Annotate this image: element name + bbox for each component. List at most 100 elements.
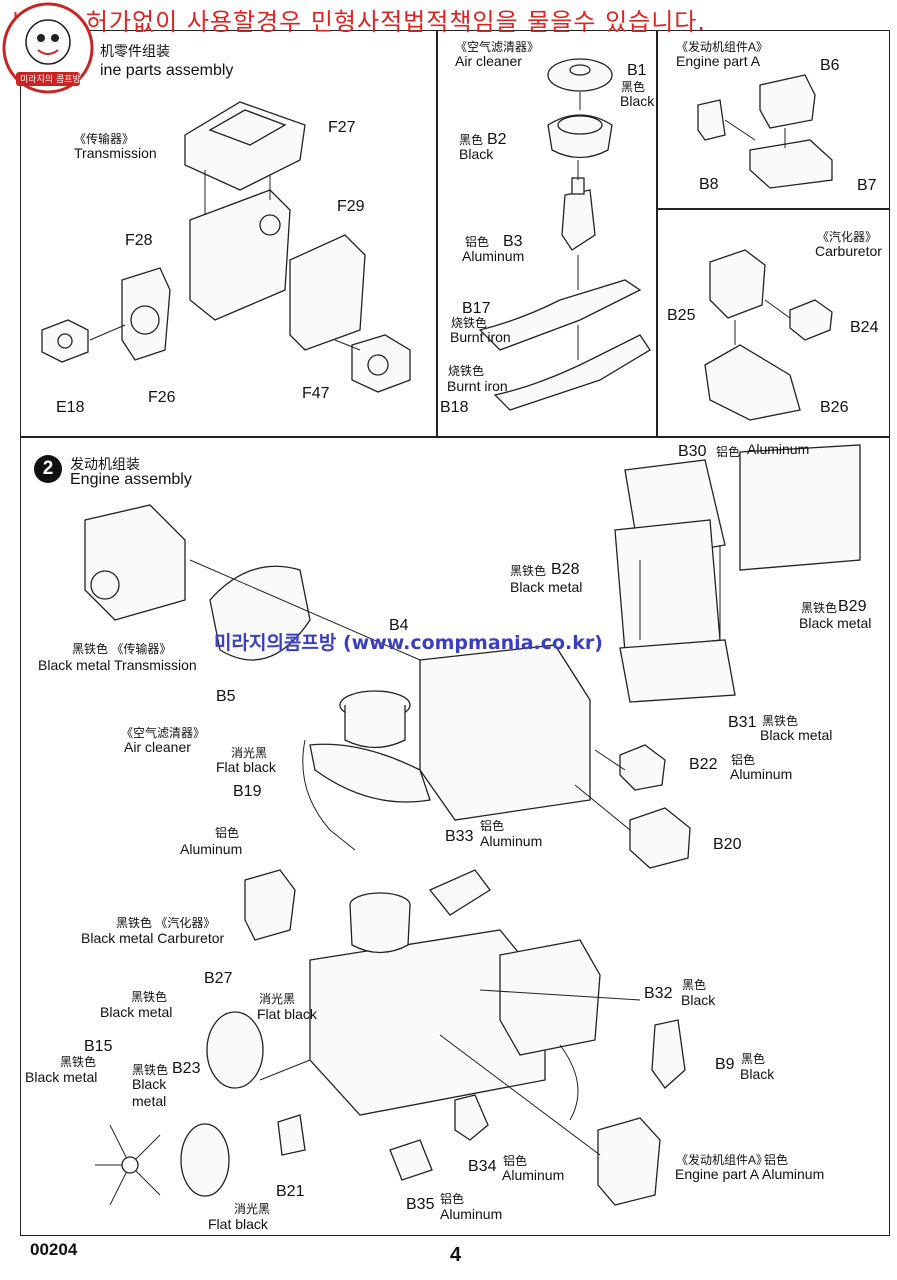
flat-black-2-cn: 消光黑 [259, 992, 296, 1006]
part-B32-color-en: Black [681, 992, 716, 1008]
cartoon-mascot-logo [2, 2, 94, 94]
part-B29-color-en: Black metal [799, 615, 872, 631]
panel-carburetor [656, 208, 890, 438]
carburetor2-cn: 黑铁色 《汽化器》 [116, 916, 216, 930]
transmission2-en: Black metal Transmission [38, 657, 197, 673]
flat-black-3-cn: 消光黑 [234, 1202, 271, 1216]
flat-black-1-cn: 消光黑 [231, 746, 268, 760]
carburetor-title-cn: 《汽化器》 [817, 230, 878, 244]
part-B1-color-cn: 黑色 [621, 80, 646, 94]
part-B17-color-en: Burnt iron [450, 329, 511, 345]
part-B3-color-en: Aluminum [462, 248, 525, 264]
part-F26: F26 [148, 389, 176, 406]
step1-title-en: ine parts assembly [100, 62, 234, 79]
flat-black-2-en: Flat black [257, 1006, 317, 1022]
flat-black-1-en: Flat black [216, 759, 276, 775]
panel-engine-part-a [656, 30, 890, 210]
part-E18: E18 [56, 399, 85, 416]
part-B1: B1 [627, 62, 647, 79]
transmission-cn: 《传输器》 [74, 132, 135, 146]
engine-part-a-drawing [697, 74, 833, 189]
engine-part-a2-en: Engine part A [675, 1166, 760, 1182]
carburetor2-en: Black metal Carburetor [81, 930, 225, 946]
part-B3-color-cn: 铝色 [465, 235, 490, 249]
part-B6: B6 [820, 57, 840, 74]
part-B27-color-cn: 黑铁色 [131, 990, 168, 1004]
part-B34: B34 [468, 1158, 497, 1175]
part-B31-color-en: Black metal [760, 727, 833, 743]
part-B9-color-en: Black [740, 1066, 775, 1082]
engine-part-a-title-cn: 《发动机组件A》 [676, 40, 769, 54]
panel-step2 [20, 436, 890, 1236]
engine-part-a2-cn: 《发动机组件A》 [676, 1153, 769, 1167]
transmission-en: Transmission [74, 145, 157, 161]
page-number: 4 [450, 1244, 462, 1266]
part-B17: B17 [462, 300, 491, 317]
part-B22-color-cn: 铝色 [731, 753, 756, 767]
step-number-badge: 2 [34, 455, 62, 483]
transmission2-cn: 黑铁色 《传输器》 [72, 642, 172, 656]
part-B32-color-cn: 黑色 [682, 978, 707, 992]
part-B27: B27 [204, 970, 233, 987]
model-code: 00204 [30, 1240, 78, 1259]
part-B35-color-cn: 铝色 [440, 1192, 465, 1206]
panel-step1 [20, 30, 438, 438]
part-B7: B7 [857, 177, 877, 194]
part-B25: B25 [667, 307, 696, 324]
part-B34-color-cn: 铝色 [503, 1154, 528, 1168]
part-B28: B28 [551, 561, 580, 578]
part-B2-color-en: Black [459, 146, 494, 162]
part-B15-color-cn: 黑铁色 [60, 1055, 97, 1069]
part-B32: B32 [644, 985, 673, 1002]
part-B3: B3 [503, 233, 523, 250]
part-F27: F27 [328, 119, 356, 136]
part-B33-color-cn: 铝色 [480, 819, 505, 833]
part-B20: B20 [713, 836, 742, 853]
part-B23: B23 [172, 1060, 201, 1077]
part-F29: F29 [337, 198, 365, 215]
part-B23-color-cn: 黑铁色 [132, 1063, 169, 1077]
part-B29: B29 [838, 598, 867, 615]
part-B5: B5 [216, 688, 236, 705]
part-B24: B24 [850, 319, 879, 336]
part-F47: F47 [302, 385, 330, 402]
copyright-watermark: 사진을 허가없이 사용할경우 민형사적법적책임을 물을수 있습니다. [8, 8, 707, 36]
part-B18-color-cn: 烧铁色 [448, 364, 485, 378]
part-B31: B31 [728, 714, 757, 731]
part-B8: B8 [699, 176, 719, 193]
part-B29-color-cn: 黑铁色 [801, 601, 838, 615]
part-B18-color-en: Burnt iron [447, 378, 508, 394]
part-B22: B22 [689, 756, 718, 773]
flat-black-3-en: Flat black [208, 1216, 268, 1232]
part-B23-color-en1: Black [132, 1076, 167, 1092]
part-B35: B35 [406, 1196, 435, 1213]
part-B17-color-cn: 烧铁色 [451, 316, 488, 330]
engine-part-a2-color-en: Aluminum [762, 1166, 825, 1182]
part-B2: B2 [487, 131, 507, 148]
logo-text: 미라지의 콤프방 [20, 75, 81, 85]
part-B30: B30 [678, 443, 707, 460]
part-B23-color-en2: metal [132, 1093, 167, 1109]
part-B33-color-en: Aluminum [480, 833, 543, 849]
air-cleaner2-cn: 《空气滤清器》 [121, 726, 206, 740]
part-B35-color-en: Aluminum [440, 1206, 503, 1222]
step2-title-en: Engine assembly [70, 471, 192, 488]
part-B19: B19 [233, 783, 262, 800]
part-B2-color-cn: 黑色 [459, 133, 484, 147]
part-B30-color-cn: 铝色 [716, 445, 741, 459]
part-B30-color-en: Aluminum [747, 441, 810, 457]
part-B4: B4 [389, 617, 409, 634]
aluminum-pipe-cn: 铝色 [215, 826, 240, 840]
part-B15-color-en: Black metal [25, 1069, 98, 1085]
engine-part-a-title-en: Engine part A [676, 53, 761, 69]
air-cleaner-title-cn: 《空气滤清器》 [455, 40, 540, 54]
part-B27-color-en: Black metal [100, 1004, 173, 1020]
part-B15: B15 [84, 1038, 113, 1055]
step1-title-cn: 机零件组装 [100, 43, 170, 59]
part-B28-color-cn: 黑铁色 [510, 564, 547, 578]
part-B1-color-en: Black [620, 93, 655, 109]
carburetor-title-en: Carburetor [815, 243, 882, 259]
part-B28-color-en: Black metal [510, 579, 583, 595]
air-cleaner-parts-drawing [478, 58, 651, 411]
